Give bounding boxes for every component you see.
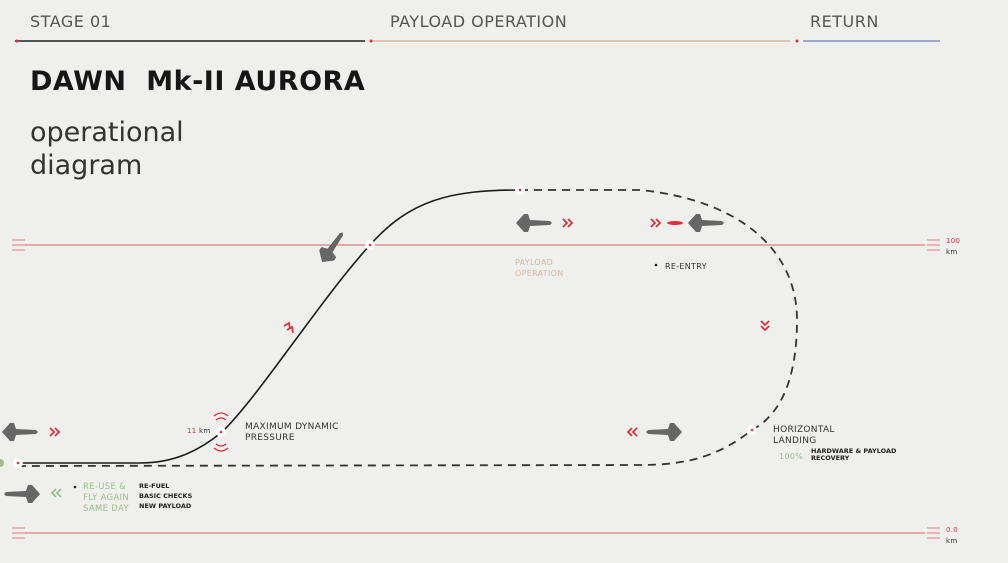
check-item: NEW PAYLOAD — [139, 502, 192, 510]
shuttle-icon — [4, 485, 40, 503]
payload-stage-label: PAYLOAD OPERATION — [390, 12, 568, 31]
chevron-icons — [49, 218, 770, 437]
reentry-label: RE-ENTRY — [665, 262, 707, 271]
altitude-0-line — [12, 527, 940, 539]
pressure-wave-icon — [213, 412, 229, 452]
ascent-path — [18, 189, 521, 464]
shuttle-icon — [314, 227, 351, 268]
recovery-percent: 100% — [779, 452, 804, 461]
check-item: RE-FUEL — [139, 482, 170, 490]
alt-top-unit: km — [946, 248, 958, 256]
max-q-label: MAXIMUM DYNAMIC PRESSURE — [245, 422, 339, 443]
altitude-100-line — [12, 239, 940, 251]
alt-bottom-value: 0.0 — [946, 526, 959, 534]
shuttle-icon — [688, 214, 724, 232]
max-q-altitude: 11 — [187, 427, 197, 435]
heat-icon — [667, 221, 683, 225]
return-path — [17, 189, 798, 467]
landing-label: HORIZONTAL LANDING — [773, 425, 835, 446]
recovery-label: HARDWARE & PAYLOAD RECOVERY — [811, 447, 897, 462]
alt-bottom-unit: km — [946, 537, 958, 545]
shuttle-icon — [516, 214, 552, 232]
shuttle-icon — [646, 423, 682, 441]
reuse-label: RE-USE & FLY AGAIN SAME DAY — [83, 482, 130, 514]
alt-top-value: 100 — [946, 237, 961, 245]
shuttle-icon — [2, 423, 38, 441]
stage-label: STAGE 01 — [30, 12, 112, 31]
return-stage-label: RETURN — [810, 12, 879, 31]
payload-op-label: PAYLOAD OPERATION — [515, 258, 564, 278]
page-subtitle: operational diagram — [30, 117, 184, 181]
chevron-icon — [50, 488, 62, 498]
page-title: DAWN Mk-II AURORA — [30, 66, 366, 97]
check-item: BASIC CHECKS — [139, 492, 193, 500]
max-q-unit: km — [199, 427, 211, 435]
